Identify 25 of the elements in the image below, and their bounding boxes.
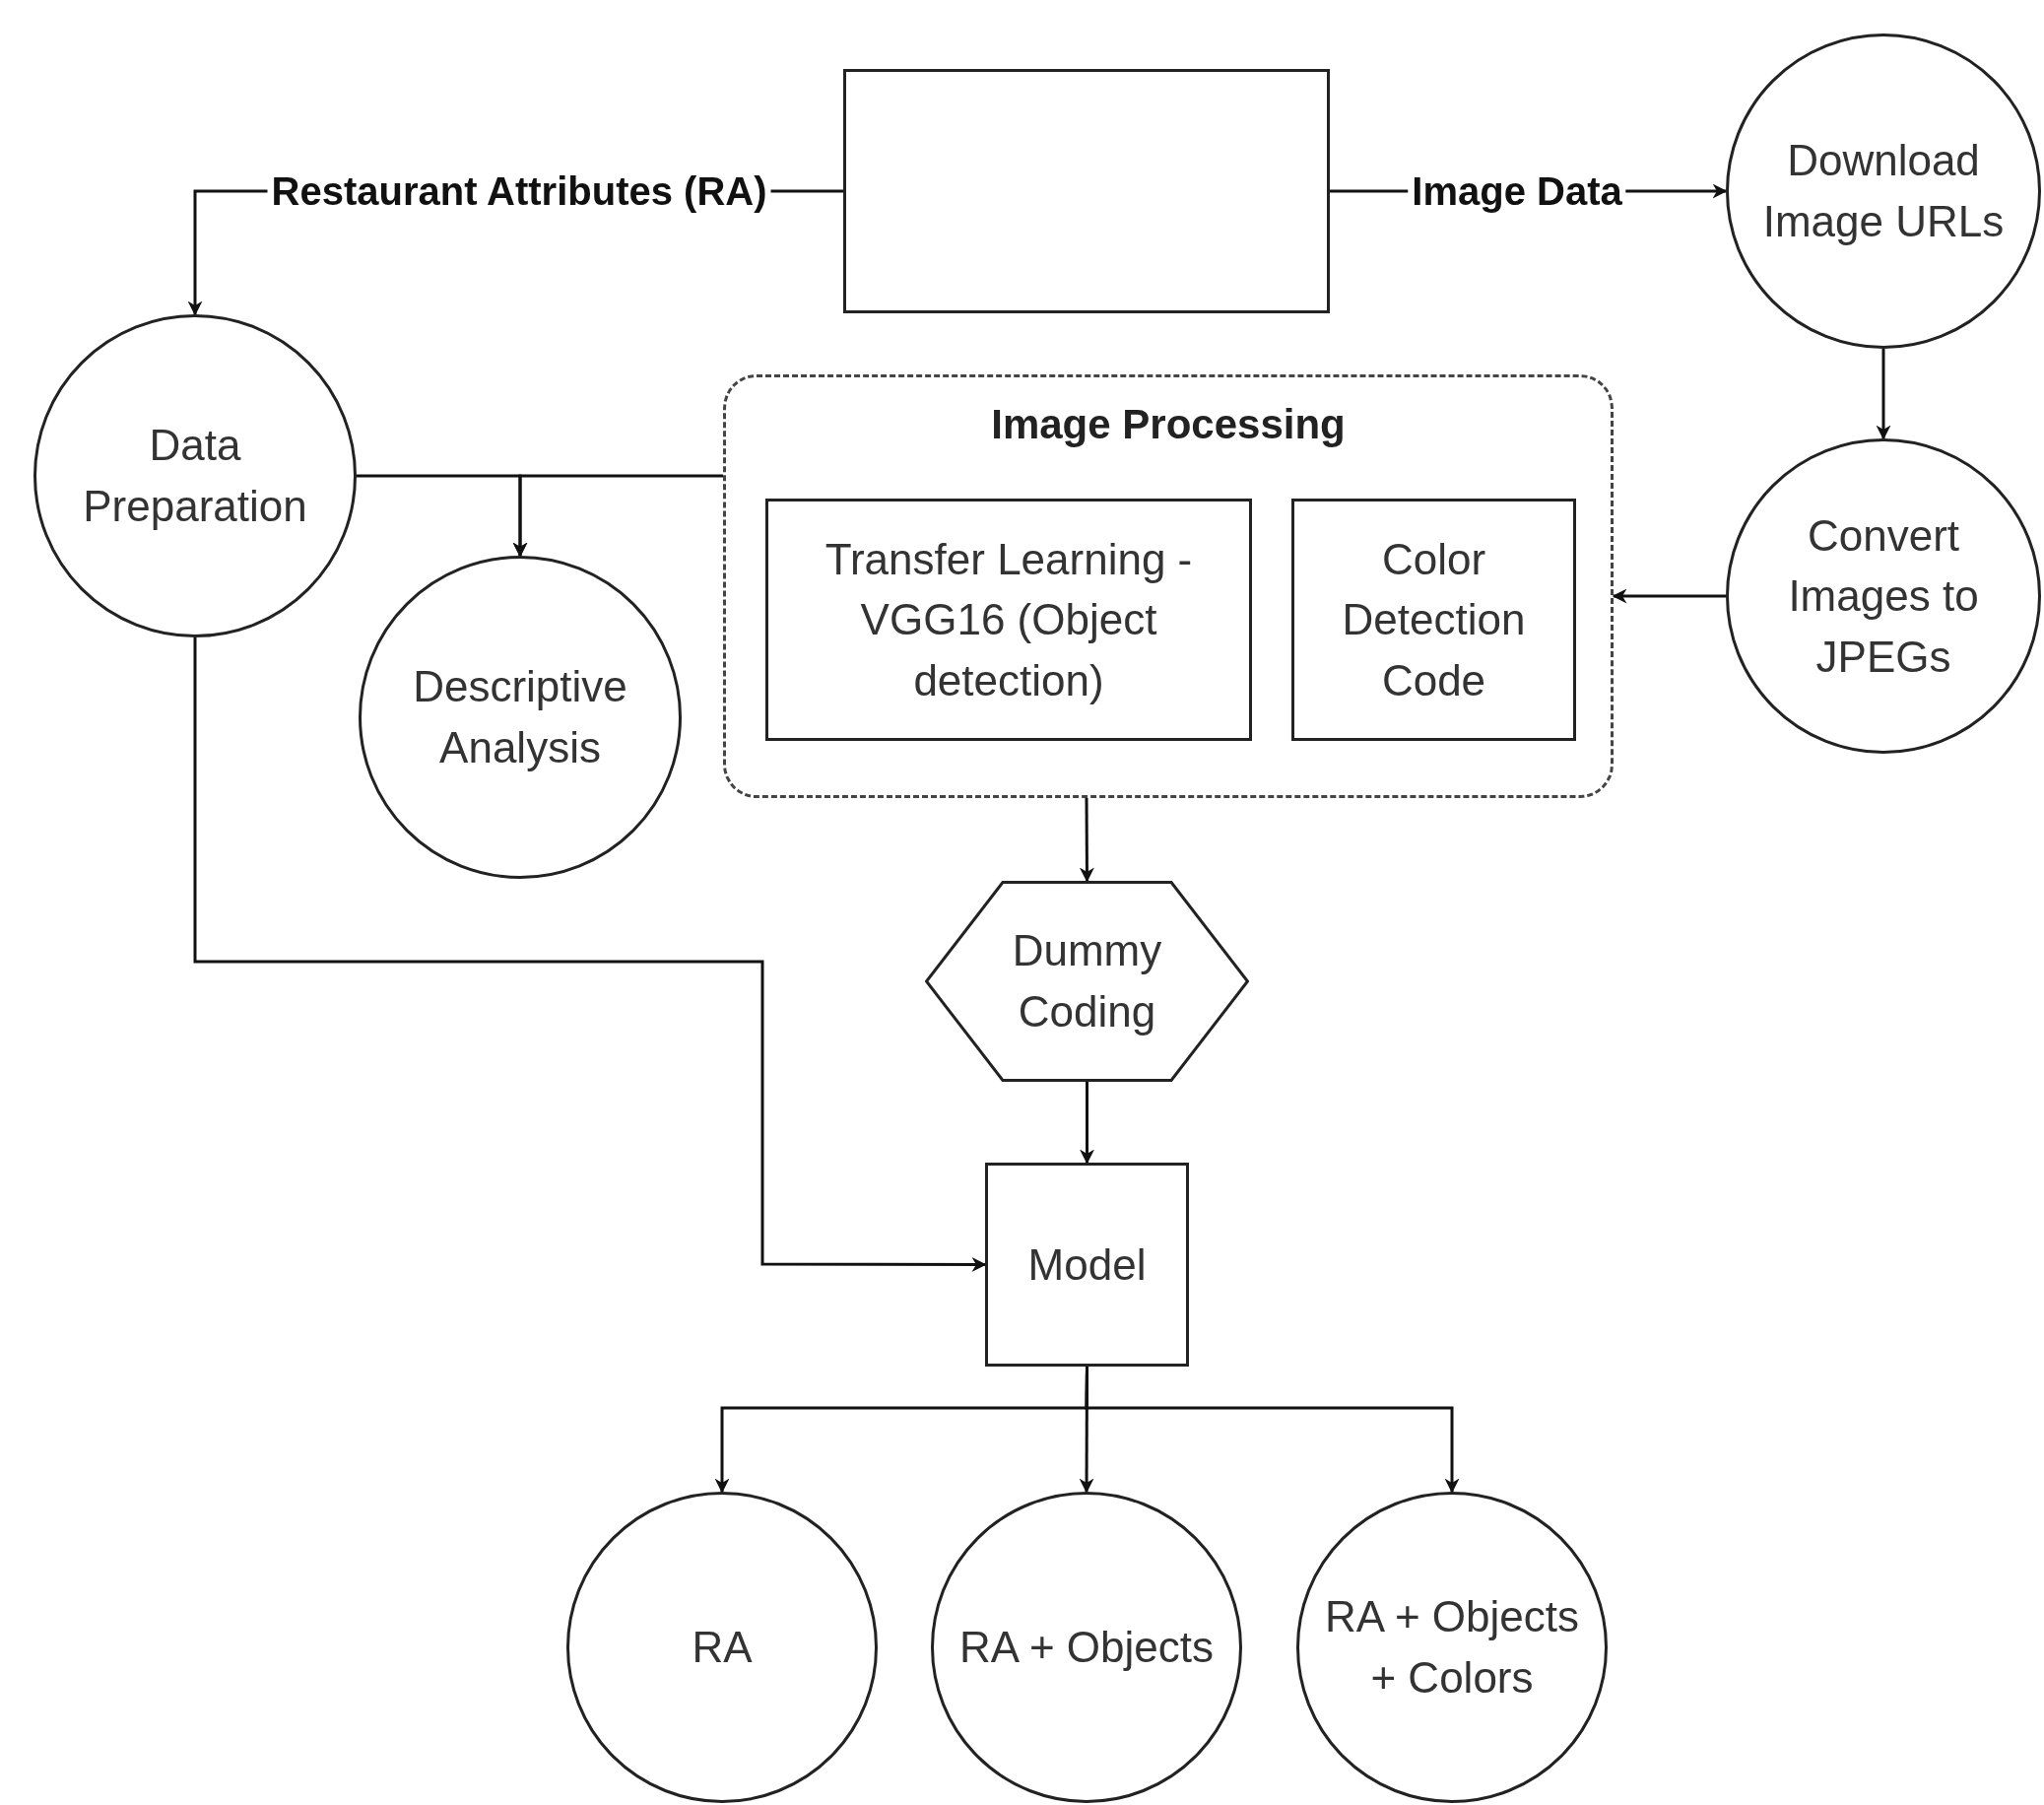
node-label: RA + Objects + Colors xyxy=(1324,1591,1580,1704)
connector-arrow xyxy=(1080,1082,1094,1165)
process-box xyxy=(985,1163,1189,1367)
connector-arrow xyxy=(1612,588,1726,604)
node-label: Download Image URLs xyxy=(1761,135,2006,247)
node-label: Color Detection Code xyxy=(1341,533,1527,706)
process-box xyxy=(843,69,1330,313)
process-box xyxy=(1291,499,1576,741)
node-label: Descriptive Analysis xyxy=(412,661,628,773)
process-box xyxy=(765,499,1252,741)
group-container xyxy=(723,374,1614,798)
group-title: Image Processing xyxy=(990,401,1347,448)
node-label: RA + Objects xyxy=(958,1622,1215,1674)
preparation-hexagon xyxy=(925,881,1249,1082)
connector-arrow xyxy=(512,474,723,558)
connector-arrow xyxy=(1079,798,1094,883)
connector-arrow xyxy=(1876,349,1891,440)
node-label: Dummy Coding xyxy=(1011,925,1163,1037)
node-label: Model xyxy=(1026,1238,1148,1291)
connector-arrow xyxy=(193,637,987,1272)
connector-arrow xyxy=(1085,1367,1460,1494)
node-label: Data Preparation xyxy=(82,420,308,532)
node-label: Convert Images to JPEGs xyxy=(1787,509,1980,683)
node-label: RA xyxy=(691,1622,754,1674)
node-label: Transfer Learning - VGG16 (Object detection) xyxy=(824,533,1194,706)
